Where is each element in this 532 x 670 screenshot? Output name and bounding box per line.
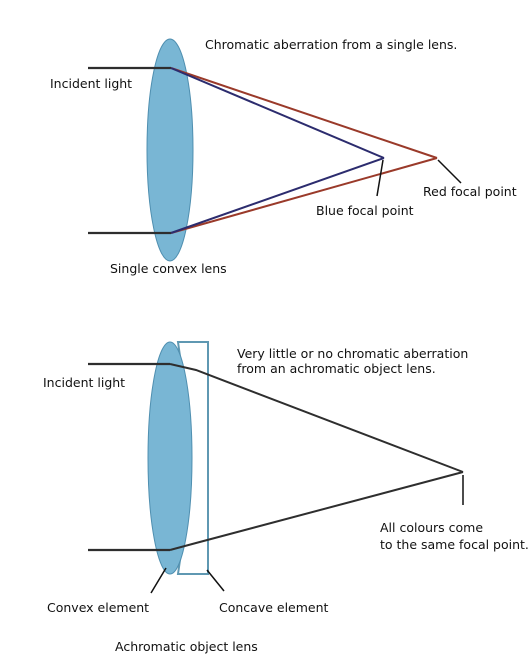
bottom-title-line1: Very little or no chromatic aberration (237, 346, 468, 361)
red-focal-pointer (437, 159, 462, 184)
blue-focal-point-label: Blue focal point (316, 203, 414, 218)
bottom-incident-light-label: Incident light (43, 375, 125, 390)
achromatic-lens-caption: Achromatic object lens (115, 639, 258, 654)
concave-element-pointer (206, 569, 225, 592)
blue-ray-upper (170, 67, 385, 159)
focal-point-label-line1: All colours come (380, 520, 483, 535)
bottom-ray-lower (169, 471, 464, 551)
top-diagram: Chromatic aberration from a single lens.… (50, 37, 517, 276)
red-focal-point-label: Red focal point (423, 184, 517, 199)
focal-point-label-line2: to the same focal point. (380, 537, 529, 552)
convex-element-label: Convex element (47, 600, 149, 615)
top-incident-light-label: Incident light (50, 76, 132, 91)
blue-ray-lower (170, 157, 385, 234)
top-title: Chromatic aberration from a single lens. (205, 37, 457, 52)
concave-element-label: Concave element (219, 600, 329, 615)
red-ray-lower (170, 157, 438, 234)
blue-focal-pointer (376, 159, 384, 197)
bottom-diagram: Very little or no chromatic aberration f… (43, 341, 529, 654)
single-convex-lens-label: Single convex lens (110, 261, 227, 276)
convex-element-pointer (150, 567, 167, 594)
bottom-ray-upper (169, 363, 464, 473)
red-ray-upper (170, 67, 438, 159)
single-convex-lens (146, 38, 194, 262)
convex-element (147, 341, 193, 575)
bottom-title-line2: from an achromatic object lens. (237, 361, 436, 376)
